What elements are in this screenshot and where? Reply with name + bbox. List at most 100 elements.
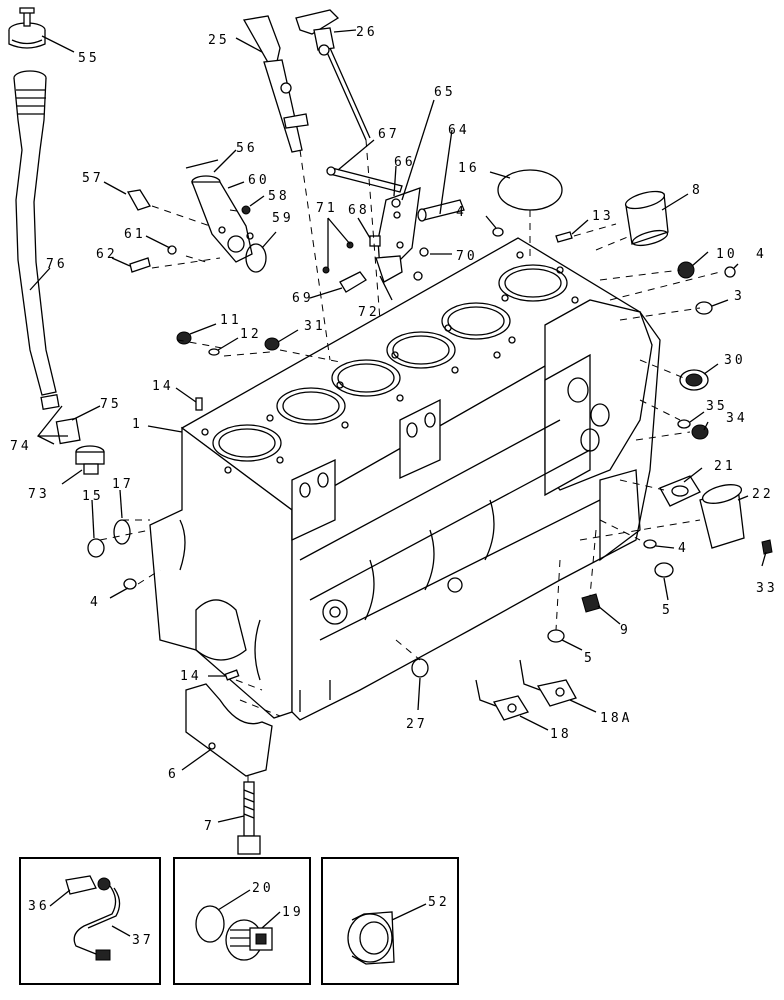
o-ring-4a xyxy=(492,227,504,237)
plug-34 xyxy=(691,424,709,440)
fitting-57 xyxy=(126,189,151,211)
o-ring-15 xyxy=(87,538,105,558)
callout-70: 70 xyxy=(456,249,478,264)
fitting-74 xyxy=(55,417,81,445)
callout-6: 6 xyxy=(168,767,179,782)
bolt-7 xyxy=(237,781,261,855)
callout-66: 66 xyxy=(394,155,416,170)
gasket-16 xyxy=(497,169,563,211)
inset-box-36-37 xyxy=(19,857,161,985)
callout-37: 37 xyxy=(132,933,154,948)
callout-13: 13 xyxy=(592,209,614,224)
fitting-75 xyxy=(40,393,60,411)
callout-27: 27 xyxy=(406,717,428,732)
callout-19: 19 xyxy=(282,905,304,920)
callout-18: 18 xyxy=(550,727,572,742)
pin-35 xyxy=(677,419,691,429)
callout-69: 69 xyxy=(292,291,314,306)
plug-10 xyxy=(677,261,695,279)
callout-74: 74 xyxy=(10,439,32,454)
callout-60: 60 xyxy=(248,173,270,188)
callout-17: 17 xyxy=(112,477,134,492)
sleeve-8 xyxy=(624,190,669,247)
tube-18 xyxy=(475,679,529,721)
callout-10: 10 xyxy=(716,247,738,262)
tube-18A xyxy=(519,659,577,707)
callout-75: 75 xyxy=(100,397,122,412)
bearing-cap-6 xyxy=(185,683,273,777)
dipstick-tube-25 xyxy=(242,15,309,153)
seal-17 xyxy=(113,519,131,545)
callout-33: 33 xyxy=(756,581,778,596)
callout-64: 64 xyxy=(448,123,470,138)
callout-65: 65 xyxy=(434,85,456,100)
callout-5-right: 5 xyxy=(662,603,673,618)
plug-11 xyxy=(176,331,192,345)
o-ring-59 xyxy=(245,243,267,273)
bracket-72 xyxy=(375,255,403,283)
screw-62 xyxy=(129,257,151,273)
o-ring-5b xyxy=(547,629,565,643)
fitting-9 xyxy=(581,593,601,613)
dipstick-26 xyxy=(295,9,371,141)
callout-73: 73 xyxy=(28,487,50,502)
callout-26: 26 xyxy=(356,25,378,40)
o-ring-4d xyxy=(643,539,657,549)
pin-12 xyxy=(208,348,220,356)
callout-25: 25 xyxy=(208,33,230,48)
plug-3 xyxy=(695,301,713,315)
callout-35: 35 xyxy=(706,399,728,414)
callout-4-top: 4 xyxy=(456,205,467,220)
dowel-14b xyxy=(224,669,240,681)
callout-5-lower: 5 xyxy=(584,651,595,666)
callout-61: 61 xyxy=(124,227,146,242)
housing-22 xyxy=(699,484,745,549)
callout-8: 8 xyxy=(692,183,703,198)
nut-68 xyxy=(369,235,381,247)
gasket-21 xyxy=(659,475,701,507)
callout-14-bottom: 14 xyxy=(180,669,202,684)
callout-67: 67 xyxy=(378,127,400,142)
callout-14-top: 14 xyxy=(152,379,174,394)
washer-66 xyxy=(391,198,401,208)
o-ring-5a xyxy=(654,562,674,578)
callout-16: 16 xyxy=(458,161,480,176)
o-ring-4c xyxy=(123,578,137,590)
callout-62: 62 xyxy=(96,247,118,262)
callout-30: 30 xyxy=(724,353,746,368)
gasket-56 xyxy=(185,159,219,169)
callout-9: 9 xyxy=(620,623,631,638)
callout-3: 3 xyxy=(734,289,745,304)
plug-58 xyxy=(241,205,251,215)
dowel-14a xyxy=(195,397,203,411)
inset-box-19-20 xyxy=(173,857,311,985)
callout-76: 76 xyxy=(46,257,68,272)
callout-4-left: 4 xyxy=(90,595,101,610)
callout-20: 20 xyxy=(252,881,274,896)
callout-18A: 18A xyxy=(600,711,632,726)
callout-labels: 55 25 26 65 64 67 56 16 8 57 60 58 66 59… xyxy=(10,25,778,948)
inset-leaders xyxy=(49,889,427,937)
callout-1: 1 xyxy=(132,417,143,432)
callout-11: 11 xyxy=(220,313,242,328)
callout-58: 58 xyxy=(268,189,290,204)
callout-36: 36 xyxy=(28,899,50,914)
callout-52: 52 xyxy=(428,895,450,910)
callout-31: 31 xyxy=(304,319,326,334)
callout-4-lower-right: 4 xyxy=(678,541,689,556)
callout-12: 12 xyxy=(240,327,262,342)
nuts-70 xyxy=(413,247,429,281)
deck-bolt-holes xyxy=(201,251,579,474)
block-side-details xyxy=(179,353,641,712)
filler-cap-55 xyxy=(8,7,46,49)
callout-59: 59 xyxy=(272,211,294,226)
callout-21: 21 xyxy=(714,459,736,474)
plug-31 xyxy=(264,337,280,351)
leader-lines xyxy=(29,29,767,823)
filler-tube-76 xyxy=(13,70,57,396)
washer-61 xyxy=(167,245,177,255)
plug-4b xyxy=(724,266,736,278)
shaft-67 xyxy=(326,166,403,193)
